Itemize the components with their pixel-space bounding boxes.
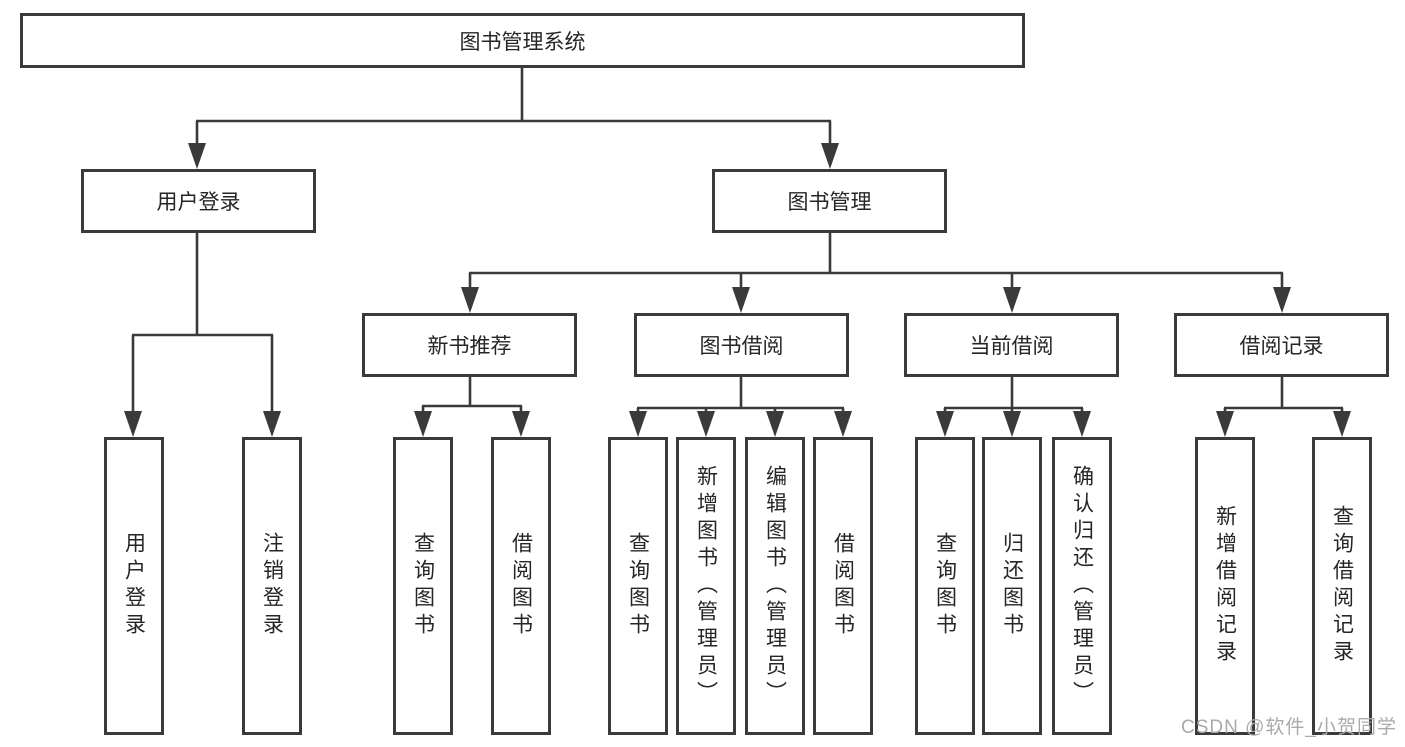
leaf-borrow-book-recommend-label: 借阅图书 <box>509 532 533 640</box>
leaf-user-login: 用户登录 <box>104 437 164 735</box>
leaf-query-current-borrow: 查询图书 <box>915 437 975 735</box>
node-root-label: 图书管理系统 <box>459 30 586 54</box>
node-borrow-record-label: 借阅记录 <box>1239 335 1324 358</box>
node-user-login: 用户登录 <box>81 169 316 233</box>
leaf-logout-label: 注销登录 <box>260 532 284 640</box>
leaf-edit-book-admin-label: 编辑图书（管理员） <box>763 464 787 708</box>
node-book-management: 图书管理 <box>712 169 947 233</box>
leaf-logout: 注销登录 <box>242 437 302 735</box>
leaf-user-login-label: 用户登录 <box>122 532 146 640</box>
node-book-management-label: 图书管理 <box>787 191 872 214</box>
leaf-query-book-recommend: 查询图书 <box>393 437 453 735</box>
leaf-confirm-return-admin-label: 确认归还（管理员） <box>1070 464 1094 708</box>
node-current-borrow: 当前借阅 <box>904 313 1119 377</box>
node-user-login-label: 用户登录 <box>156 191 241 214</box>
leaf-add-book-admin-label: 新增图书（管理员） <box>694 464 718 708</box>
leaf-borrow-book: 借阅图书 <box>813 437 873 735</box>
leaf-edit-book-admin: 编辑图书（管理员） <box>745 437 805 735</box>
csdn-watermark: CSDN @软件_小贺同学 <box>1181 717 1397 738</box>
leaf-query-borrow-record: 查询借阅记录 <box>1312 437 1372 735</box>
leaf-add-borrow-record-label: 新增借阅记录 <box>1213 505 1237 667</box>
leaf-query-current-borrow-label: 查询图书 <box>933 532 957 640</box>
leaf-borrow-book-recommend: 借阅图书 <box>491 437 551 735</box>
leaf-query-borrow-record-label: 查询借阅记录 <box>1330 505 1354 667</box>
node-book-borrow: 图书借阅 <box>634 313 849 377</box>
leaf-query-book-borrow: 查询图书 <box>608 437 668 735</box>
node-new-book-recommend: 新书推荐 <box>362 313 577 377</box>
leaf-return-book-label: 归还图书 <box>1000 532 1024 640</box>
leaf-borrow-book-label: 借阅图书 <box>831 532 855 640</box>
node-current-borrow-label: 当前借阅 <box>969 335 1054 358</box>
leaf-add-borrow-record: 新增借阅记录 <box>1195 437 1255 735</box>
leaf-query-book-borrow-label: 查询图书 <box>626 532 650 640</box>
node-new-book-recommend-label: 新书推荐 <box>427 335 512 358</box>
arrowheads <box>124 143 1351 437</box>
node-book-borrow-label: 图书借阅 <box>699 335 784 358</box>
leaf-add-book-admin: 新增图书（管理员） <box>676 437 736 735</box>
node-root: 图书管理系统 <box>20 13 1025 68</box>
node-borrow-record: 借阅记录 <box>1174 313 1389 377</box>
leaf-query-book-recommend-label: 查询图书 <box>411 532 435 640</box>
leaf-return-book: 归还图书 <box>982 437 1042 735</box>
leaf-confirm-return-admin: 确认归还（管理员） <box>1052 437 1112 735</box>
